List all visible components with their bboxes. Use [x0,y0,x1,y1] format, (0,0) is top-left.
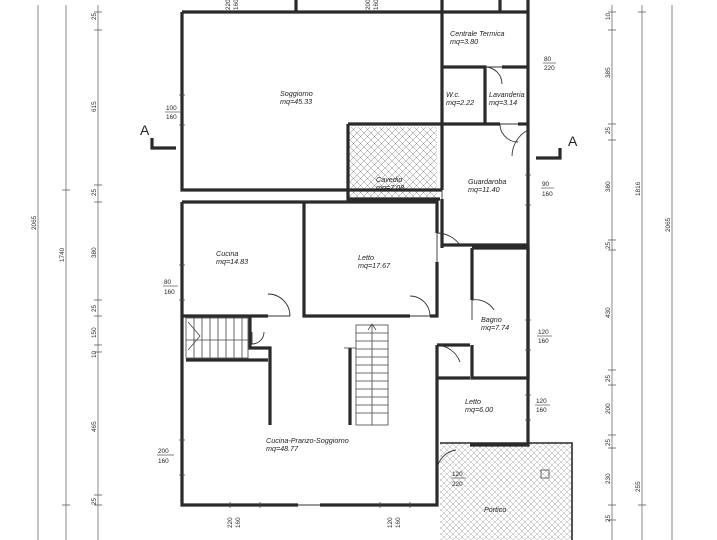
dim-seg: 25 [91,304,98,312]
dim-seg: 380 [605,181,612,192]
opening-labels: 100 160 80 220 90 160 80 160 120 160 120… [157,0,556,528]
dim-seg: 25 [91,188,98,196]
opening-w: 80 [544,56,552,63]
opening-h: 220 [544,65,555,72]
opening-h: 160 [536,407,547,414]
portico-column [540,469,550,479]
opening-w: 120 [538,329,549,336]
room-area-cucina: mq=14.83 [216,257,248,266]
opening-h: 160 [542,191,553,198]
opening-h: 160 [373,0,380,10]
dim-seg: 25 [605,514,612,522]
opening-w: 90 [542,181,550,188]
right-dimension-labels: 2065 1816 10 385 25 380 25 430 25 200 25… [605,12,672,522]
outer-walls [180,0,530,507]
opening-h: 160 [233,0,240,10]
dim-seg: 25 [91,12,98,20]
room-name-soggiorno: Soggiorno [280,89,313,98]
dim-seg: 385 [605,67,612,78]
dim-seg: 25 [605,241,612,249]
opening-h: 160 [395,517,402,528]
opening-w: 120 [452,471,463,478]
dim-mid-right: 1816 [635,181,642,196]
room-labels: Soggiorno mq=45.33 Centrale Termica mq=3… [216,29,525,514]
section-letter: A [568,133,578,149]
windows [179,94,531,508]
dim-seg: 615 [91,101,98,112]
right-dimension-lines [608,5,673,540]
room-name-portico: Portico [484,505,506,514]
interior-walls [182,65,530,425]
dim-seg: 200 [605,403,612,414]
dim-outer-right: 2065 [665,217,672,232]
staircase-center [344,323,389,426]
dim-seg: 255 [635,481,642,492]
room-area-guardaroba: mq=11.40 [468,185,500,194]
room-name-centrale-termica: Centrale Termica [450,29,504,38]
portico-hatch [440,443,572,540]
dim-seg: 25 [605,374,612,382]
room-area-soggiorno: mq=45.33 [280,97,312,106]
cavedio-hatch [349,127,437,199]
room-name-cavedio: Cavedio [376,175,402,184]
room-area-cavedio: mq=7.08 [376,183,404,192]
room-name-letto-small: Letto [465,397,481,406]
dim-seg: 230 [605,473,612,484]
room-area-letto-small: mq=6.00 [465,405,493,414]
section-marks [150,138,562,160]
left-dimension-labels: 2065 1740 25 615 25 380 25 150 10 465 25 [31,12,98,505]
opening-h: 160 [164,289,175,296]
opening-w: 120 [387,517,394,528]
opening-w: 100 [166,105,177,112]
dim-seg: 25 [605,126,612,134]
opening-w: 200 [158,448,169,455]
room-name-wc: W.c. [446,90,460,99]
dim-mid-left: 1740 [59,247,66,262]
opening-h: 160 [166,114,177,121]
opening-w: 220 [225,0,232,10]
doors [251,66,529,506]
room-name-cucina: Cucina [216,249,238,258]
room-area-centrale-termica: mq=3.80 [450,37,478,46]
room-area-letto-main: mq=17.67 [358,261,391,270]
room-area-wc: mq=2.22 [446,98,474,107]
room-area-bagno: mq=7.74 [481,323,509,332]
dim-seg: 25 [605,438,612,446]
dim-seg: 150 [91,327,98,338]
room-name-lavanderia: Lavanderia [489,90,525,99]
opening-h: 220 [452,481,463,488]
room-name-bagno: Bagno [481,315,502,324]
left-dimension-lines [37,5,102,540]
dim-seg: 25 [91,497,98,505]
room-area-lavanderia: mq=3.14 [489,98,517,107]
dim-seg: 465 [91,421,98,432]
room-name-guardaroba: Guardaroba [468,177,506,186]
room-name-letto-main: Letto [358,253,374,262]
section-letter: A [140,122,150,138]
room-name-cucina-pranzo-soggiorno: Cucina-Pranzo-Soggiorno [266,436,349,445]
opening-h: 160 [235,517,242,528]
staircase-left [185,317,249,359]
dim-seg: 380 [91,247,98,258]
opening-w: 220 [227,517,234,528]
opening-h: 160 [538,338,549,345]
dim-seg: 430 [605,307,612,318]
dim-seg: 10 [91,350,98,358]
dim-seg: 10 [605,12,612,20]
opening-w: 80 [164,279,172,286]
opening-h: 160 [158,458,169,465]
opening-w: 200 [365,0,372,10]
opening-w: 120 [536,398,547,405]
portico-edge [440,442,573,540]
dim-outer-left: 2065 [31,215,38,230]
room-area-cucina-pranzo-soggiorno: mq=48.77 [266,444,299,453]
